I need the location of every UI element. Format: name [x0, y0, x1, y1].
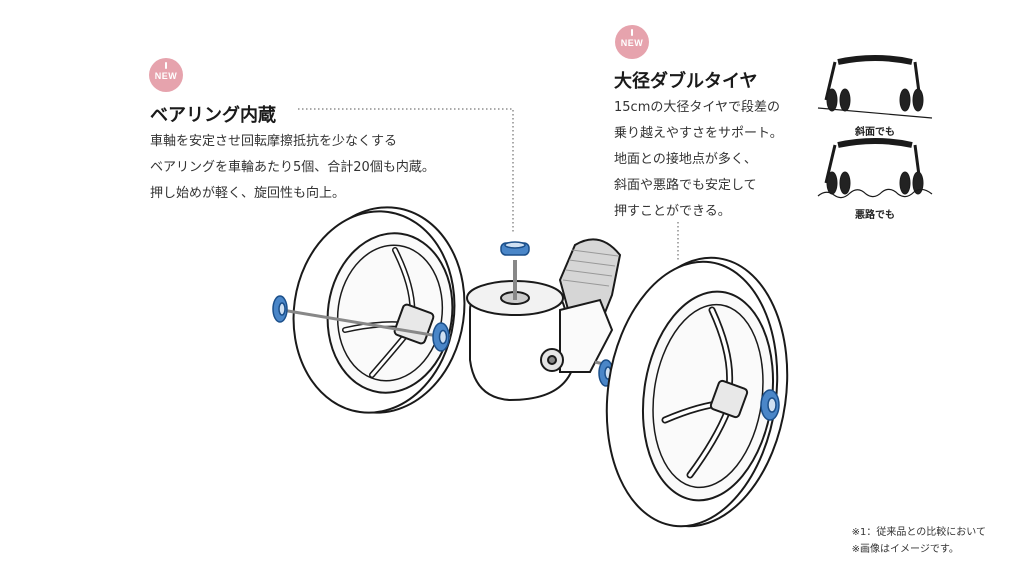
description-line: 斜面や悪路でも安定して: [614, 178, 757, 193]
new-badge-label: NEW: [154, 71, 178, 81]
description-line: 車軸を安定させ回転摩擦抵抗を少なくする: [150, 134, 398, 149]
left-wheel: [292, 206, 466, 414]
footnote: ※画像はイメージです。: [851, 544, 959, 555]
caster-body: [466, 238, 622, 402]
description-line: 地面との接地点が多く、: [614, 152, 757, 167]
bearing-icon: [500, 241, 530, 256]
description-line: 15cmの大径タイヤで段差の: [614, 100, 780, 115]
bearing-icon: [760, 389, 780, 421]
description-line: 押すことができる。: [614, 204, 731, 219]
description-line: 押し始めが軽く、旋回性も向上。: [150, 186, 346, 201]
description-line: ベアリングを車輪あたり5個、合計20個も内蔵。: [150, 160, 435, 175]
new-badge-label: NEW: [620, 38, 644, 48]
feature-title-bearing: ベアリング内蔵: [150, 105, 276, 126]
footnotes: ※1：従来品との比較において ※画像はイメージです。: [852, 524, 986, 558]
feature-description-tire: 15cmの大径タイヤで段差の 乗り越えやすさをサポート。 地面との接地点が多く、…: [614, 95, 783, 225]
exclamation-icon: [631, 29, 633, 36]
feature-description-bearing: 車軸を安定させ回転摩擦抵抗を少なくする ベアリングを車輪あたり5個、合計20個も…: [150, 129, 435, 207]
exclamation-icon: [165, 62, 167, 69]
description-line: 乗り越えやすさをサポート。: [614, 126, 783, 141]
stroller-slope-illustration: [817, 55, 933, 119]
rough-road-label: 悪路でも: [855, 210, 895, 221]
bearing-icon: [432, 322, 450, 352]
feature-title-tire: 大径ダブルタイヤ: [614, 71, 758, 92]
stroller-rough-illustration: [817, 138, 933, 199]
new-badge-tire: NEW: [615, 25, 649, 59]
new-badge-bearing: NEW: [149, 58, 183, 92]
footnote: ※1：従来品との比較において: [851, 527, 986, 538]
slope-label: 斜面でも: [855, 127, 895, 138]
bearing-icon: [272, 295, 288, 323]
